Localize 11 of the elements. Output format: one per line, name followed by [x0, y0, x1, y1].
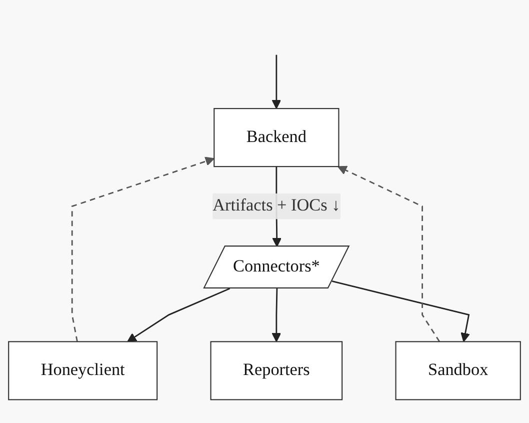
arrow — [272, 55, 282, 110]
edge-label: Artifacts + IOCs ↓ — [212, 196, 340, 216]
arrow — [272, 288, 282, 342]
node-box: Reporters — [210, 341, 343, 401]
node-box: Backend — [214, 108, 340, 168]
node-box: Sandbox — [395, 341, 521, 401]
arrow — [338, 166, 440, 342]
arrow — [71, 157, 215, 342]
arrow — [332, 280, 470, 342]
node-box: Honeyclient — [8, 341, 158, 401]
arrow — [127, 288, 230, 342]
